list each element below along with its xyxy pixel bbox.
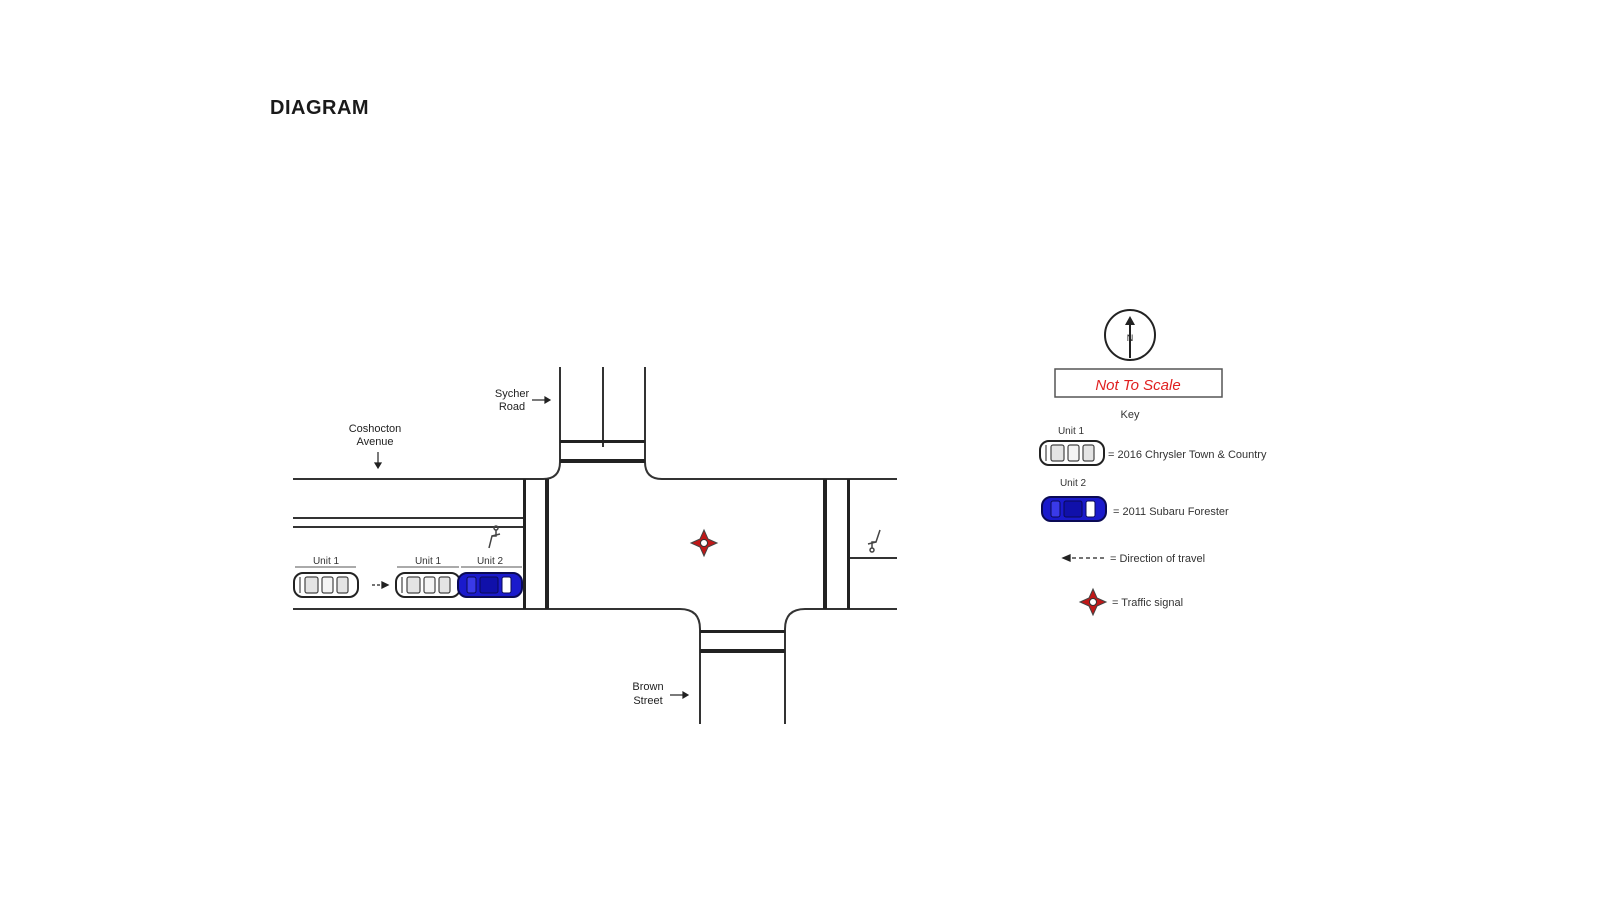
street-label-brown: Brown Street — [632, 681, 663, 707]
direction-arrow-icon — [373, 452, 383, 470]
street-label-line: Coshocton — [349, 423, 402, 435]
key-signal-desc: = Traffic signal — [1112, 597, 1183, 609]
pedestrian-icon — [488, 525, 501, 549]
street-label-line: Sycher — [495, 388, 530, 400]
unit-1-start-label: Unit 1 — [313, 556, 340, 567]
unit-1-final-vehicle — [395, 572, 461, 598]
traffic-signal-icon — [690, 529, 718, 557]
key-unit-1-desc: = 2016 Chrysler Town & Country — [1108, 449, 1267, 461]
street-label-line: Road — [499, 401, 525, 413]
key-direction-desc: = Direction of travel — [1110, 553, 1205, 565]
traffic-signal-icon — [1079, 588, 1107, 616]
key-unit-1-label: Unit 1 — [1058, 426, 1085, 437]
pedestrian-icon — [867, 529, 881, 553]
street-label-line: Brown — [632, 681, 663, 693]
compass-letter: N — [1127, 333, 1134, 343]
key-unit-1-vehicle — [1039, 440, 1105, 466]
unit-labels: Unit 1 Unit 1 Unit 2 — [313, 556, 504, 567]
street-label-line: Avenue — [356, 436, 393, 448]
unit-2-vehicle — [457, 572, 523, 598]
direction-arrow-icon — [1061, 554, 1106, 562]
page-title: DIAGRAM — [270, 97, 370, 119]
street-label-line: Street — [633, 695, 662, 707]
north-arrow-icon: N — [1104, 309, 1156, 361]
key-title: Key — [1121, 409, 1140, 421]
unit-2-label: Unit 2 — [477, 556, 504, 567]
crosswalks — [523, 440, 850, 653]
key-unit-2-label: Unit 2 — [1060, 478, 1087, 489]
scale-note-box — [1054, 368, 1223, 398]
direction-arrow-icon — [532, 395, 552, 405]
unit-1-final-label: Unit 1 — [415, 556, 442, 567]
scale-note: Not To Scale — [1095, 377, 1180, 394]
direction-arrow-icon — [372, 580, 390, 590]
intersection — [293, 367, 897, 724]
key-unit-2-vehicle — [1041, 496, 1107, 522]
unit-1-start-vehicle — [293, 572, 359, 598]
legend: N Not To Scale Key Unit 1 = 2016 Chrysle… — [1039, 309, 1267, 616]
street-label-sycher: Sycher Road — [495, 388, 530, 413]
key-unit-2-desc: = 2011 Subaru Forester — [1113, 506, 1229, 518]
direction-arrow-icon — [670, 690, 690, 700]
street-label-coshocton: Coshocton Avenue — [349, 423, 402, 448]
